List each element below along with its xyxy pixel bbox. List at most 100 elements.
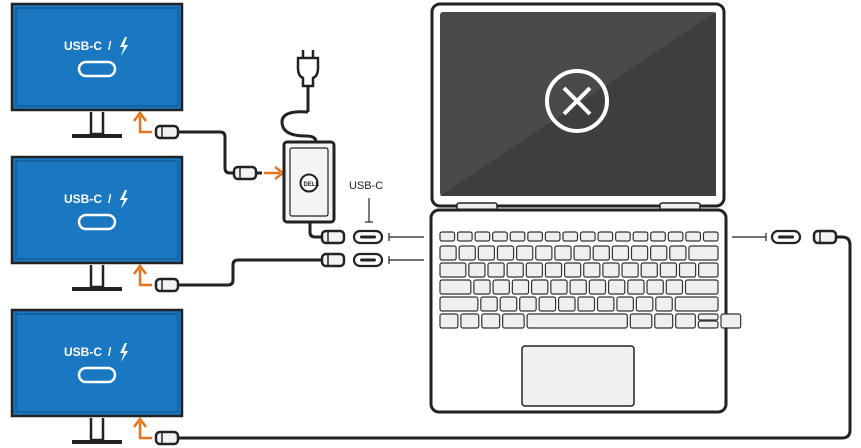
keyboard-key: [646, 279, 664, 295]
keyboard-key: [506, 262, 524, 278]
keyboard-key: [554, 245, 572, 261]
monitor-1-cable-connector: [154, 124, 180, 140]
keyboard-key: [480, 296, 498, 312]
keyboard-key: [502, 313, 525, 329]
port-leader-lines: [388, 233, 767, 264]
keyboard-key: [535, 245, 553, 261]
monitor-2-stand: [89, 265, 105, 289]
usb-c-port-icon: [77, 366, 117, 384]
keyboard-key: [439, 313, 459, 329]
keyboard-key: [698, 262, 719, 278]
keyboard-key: [650, 245, 668, 261]
keyboard-key: [702, 231, 719, 242]
keyboard-key: [583, 262, 601, 278]
monitor-2: USB-C /: [10, 155, 184, 291]
keyboard-key: [499, 296, 518, 312]
x-circle-icon: [545, 69, 609, 133]
power-adapter: DELL: [282, 140, 336, 224]
keyboard-key: [592, 245, 610, 261]
monitor-2-out-cable-connector: [320, 252, 346, 268]
monitor-1-input-arrow: [133, 110, 152, 134]
svg-text:DELL: DELL: [304, 182, 320, 188]
keyboard-key: [527, 231, 543, 242]
keyboard-key: [685, 231, 702, 242]
monitor-2-label: USB-C: [64, 192, 102, 206]
keyboard-key: [563, 262, 582, 278]
laptop-right-port: [770, 229, 802, 245]
right-cable-connector: [812, 229, 838, 245]
keyboard-key: [538, 296, 557, 312]
keyboard-key: [632, 231, 649, 242]
laptop-touchpad: [521, 345, 635, 407]
dell-logo: DELL: [299, 173, 320, 193]
monitor-3-cable-connector: [154, 430, 180, 446]
keyboard-key: [640, 262, 658, 278]
usb-c-port-label: USB-C: [349, 180, 383, 192]
keyboard-key: [597, 231, 614, 242]
keyboard-key: [611, 245, 630, 261]
keyboard-key: [615, 231, 631, 242]
monitor-3: USB-C /: [10, 308, 184, 444]
keyboard-key: [458, 245, 476, 261]
keyboard-key: [659, 262, 678, 278]
keyboard-key: [697, 320, 719, 329]
keyboard-key: [665, 279, 684, 295]
keyboard-key: [596, 296, 615, 312]
keyboard-key: [675, 313, 696, 329]
keyboard-key: [473, 279, 491, 295]
monitor-2-input-arrow: [133, 263, 152, 287]
keyboard-key: [544, 231, 561, 242]
laptop-keyboard: [439, 231, 742, 329]
monitor-1-stand: [89, 112, 105, 136]
usb-c-port-icon: [77, 60, 117, 78]
keyboard-key: [525, 262, 544, 278]
keyboard-key: [439, 262, 467, 278]
keyboard-key: [477, 245, 496, 261]
adapter-input-arrow: [264, 166, 286, 180]
keyboard-key: [492, 279, 510, 295]
power-plug-icon: [296, 50, 320, 100]
keyboard-key: [720, 313, 742, 329]
keyboard-key: [616, 296, 634, 312]
adapter-in-cable-connector: [232, 165, 258, 181]
laptop: [429, 2, 742, 414]
keyboard-key: [655, 296, 673, 312]
monitor-1-label: USB-C: [64, 39, 102, 53]
thunderbolt-icon: [120, 37, 128, 56]
monitor-3-stand: [89, 418, 105, 442]
keyboard-key: [630, 245, 649, 261]
keyboard-key: [569, 279, 587, 295]
keyboard-key: [562, 231, 579, 242]
adapter-out-cable-connector: [320, 229, 346, 245]
monitor-2-separator: /: [108, 192, 112, 206]
monitor-3-separator: /: [108, 345, 112, 359]
keyboard-key: [481, 313, 501, 329]
keyboard-key: [588, 279, 607, 295]
keyboard-key: [678, 262, 697, 278]
thunderbolt-icon: [120, 190, 128, 209]
keyboard-key: [697, 313, 719, 321]
keyboard-key: [439, 231, 456, 242]
keyboard-key: [456, 231, 473, 242]
keyboard-key: [439, 296, 479, 312]
monitor-1-separator: /: [108, 39, 112, 53]
keyboard-key: [602, 262, 620, 278]
thunderbolt-icon: [120, 343, 128, 362]
keyboard-key: [650, 231, 666, 242]
laptop-left-port-1: [352, 229, 384, 245]
keyboard-key: [460, 313, 480, 329]
keyboard-key: [526, 313, 628, 329]
keyboard-key: [439, 245, 457, 261]
keyboard-key: [573, 245, 591, 261]
keyboard-key: [492, 231, 508, 242]
keyboard-key: [511, 279, 530, 295]
keyboard-key: [474, 231, 491, 242]
keyboard-key: [557, 296, 576, 312]
keyboard-key: [674, 296, 719, 312]
keyboard-key: [468, 262, 486, 278]
monitor-3-label: USB-C: [64, 345, 102, 359]
keyboard-key: [487, 262, 505, 278]
keyboard-key: [621, 262, 639, 278]
keyboard-key: [530, 279, 549, 295]
